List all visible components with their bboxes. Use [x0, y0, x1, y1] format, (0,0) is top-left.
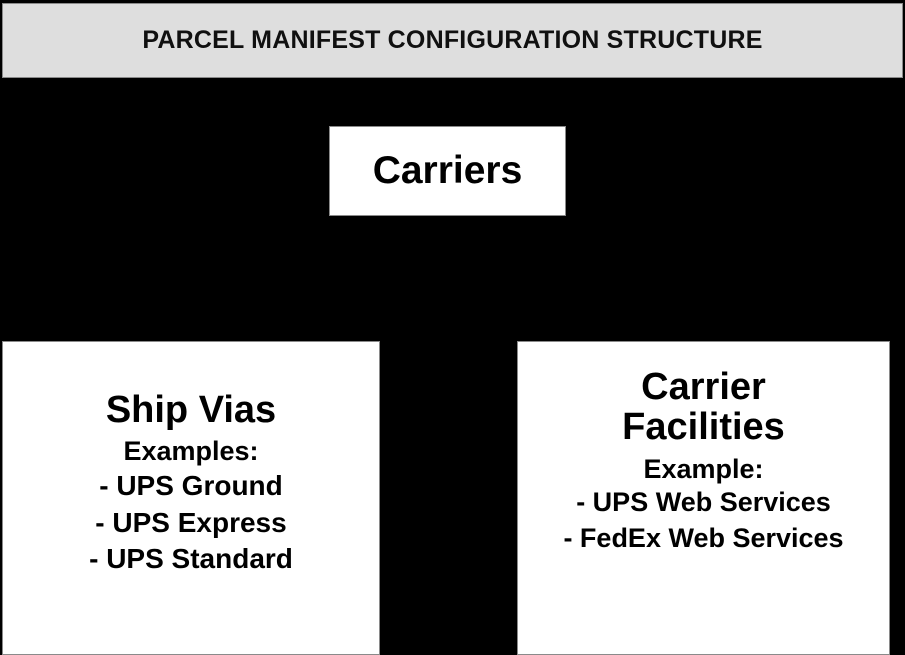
list-item: - UPS Express — [95, 506, 287, 538]
node-ship-vias-examples: - UPS Ground - UPS Express - UPS Standar… — [89, 468, 293, 577]
connector-root-stem — [446, 216, 449, 290]
node-carrier-facilities-label-line1: Carrier — [641, 366, 766, 408]
node-carriers[interactable]: Carriers — [329, 126, 566, 216]
node-ship-vias-subtitle: Examples: — [123, 436, 259, 467]
node-carrier-facilities-examples: - UPS Web Services - FedEx Web Services — [563, 485, 843, 556]
node-carrier-facilities[interactable]: Carrier Facilities Example: - UPS Web Se… — [517, 341, 890, 655]
list-item: - UPS Web Services — [576, 487, 831, 518]
node-carriers-label: Carriers — [372, 148, 523, 192]
connector-horizontal-bus — [189, 289, 704, 292]
list-item: - FedEx Web Services — [563, 523, 844, 554]
node-carrier-facilities-subtitle: Example: — [643, 453, 764, 484]
list-item: - UPS Ground — [99, 470, 283, 502]
node-ship-vias[interactable]: Ship Vias Examples: - UPS Ground - UPS E… — [2, 341, 380, 655]
diagram-title-banner: PARCEL MANIFEST CONFIGURATION STRUCTURE — [2, 3, 903, 78]
connector-branch-right — [701, 289, 704, 341]
list-item: - UPS Standard — [89, 542, 293, 574]
page-title: PARCEL MANIFEST CONFIGURATION STRUCTURE — [142, 25, 763, 54]
connector-branch-left — [189, 289, 192, 341]
node-carrier-facilities-label-line2: Facilities — [622, 406, 785, 449]
node-ship-vias-label: Ship Vias — [105, 389, 277, 431]
